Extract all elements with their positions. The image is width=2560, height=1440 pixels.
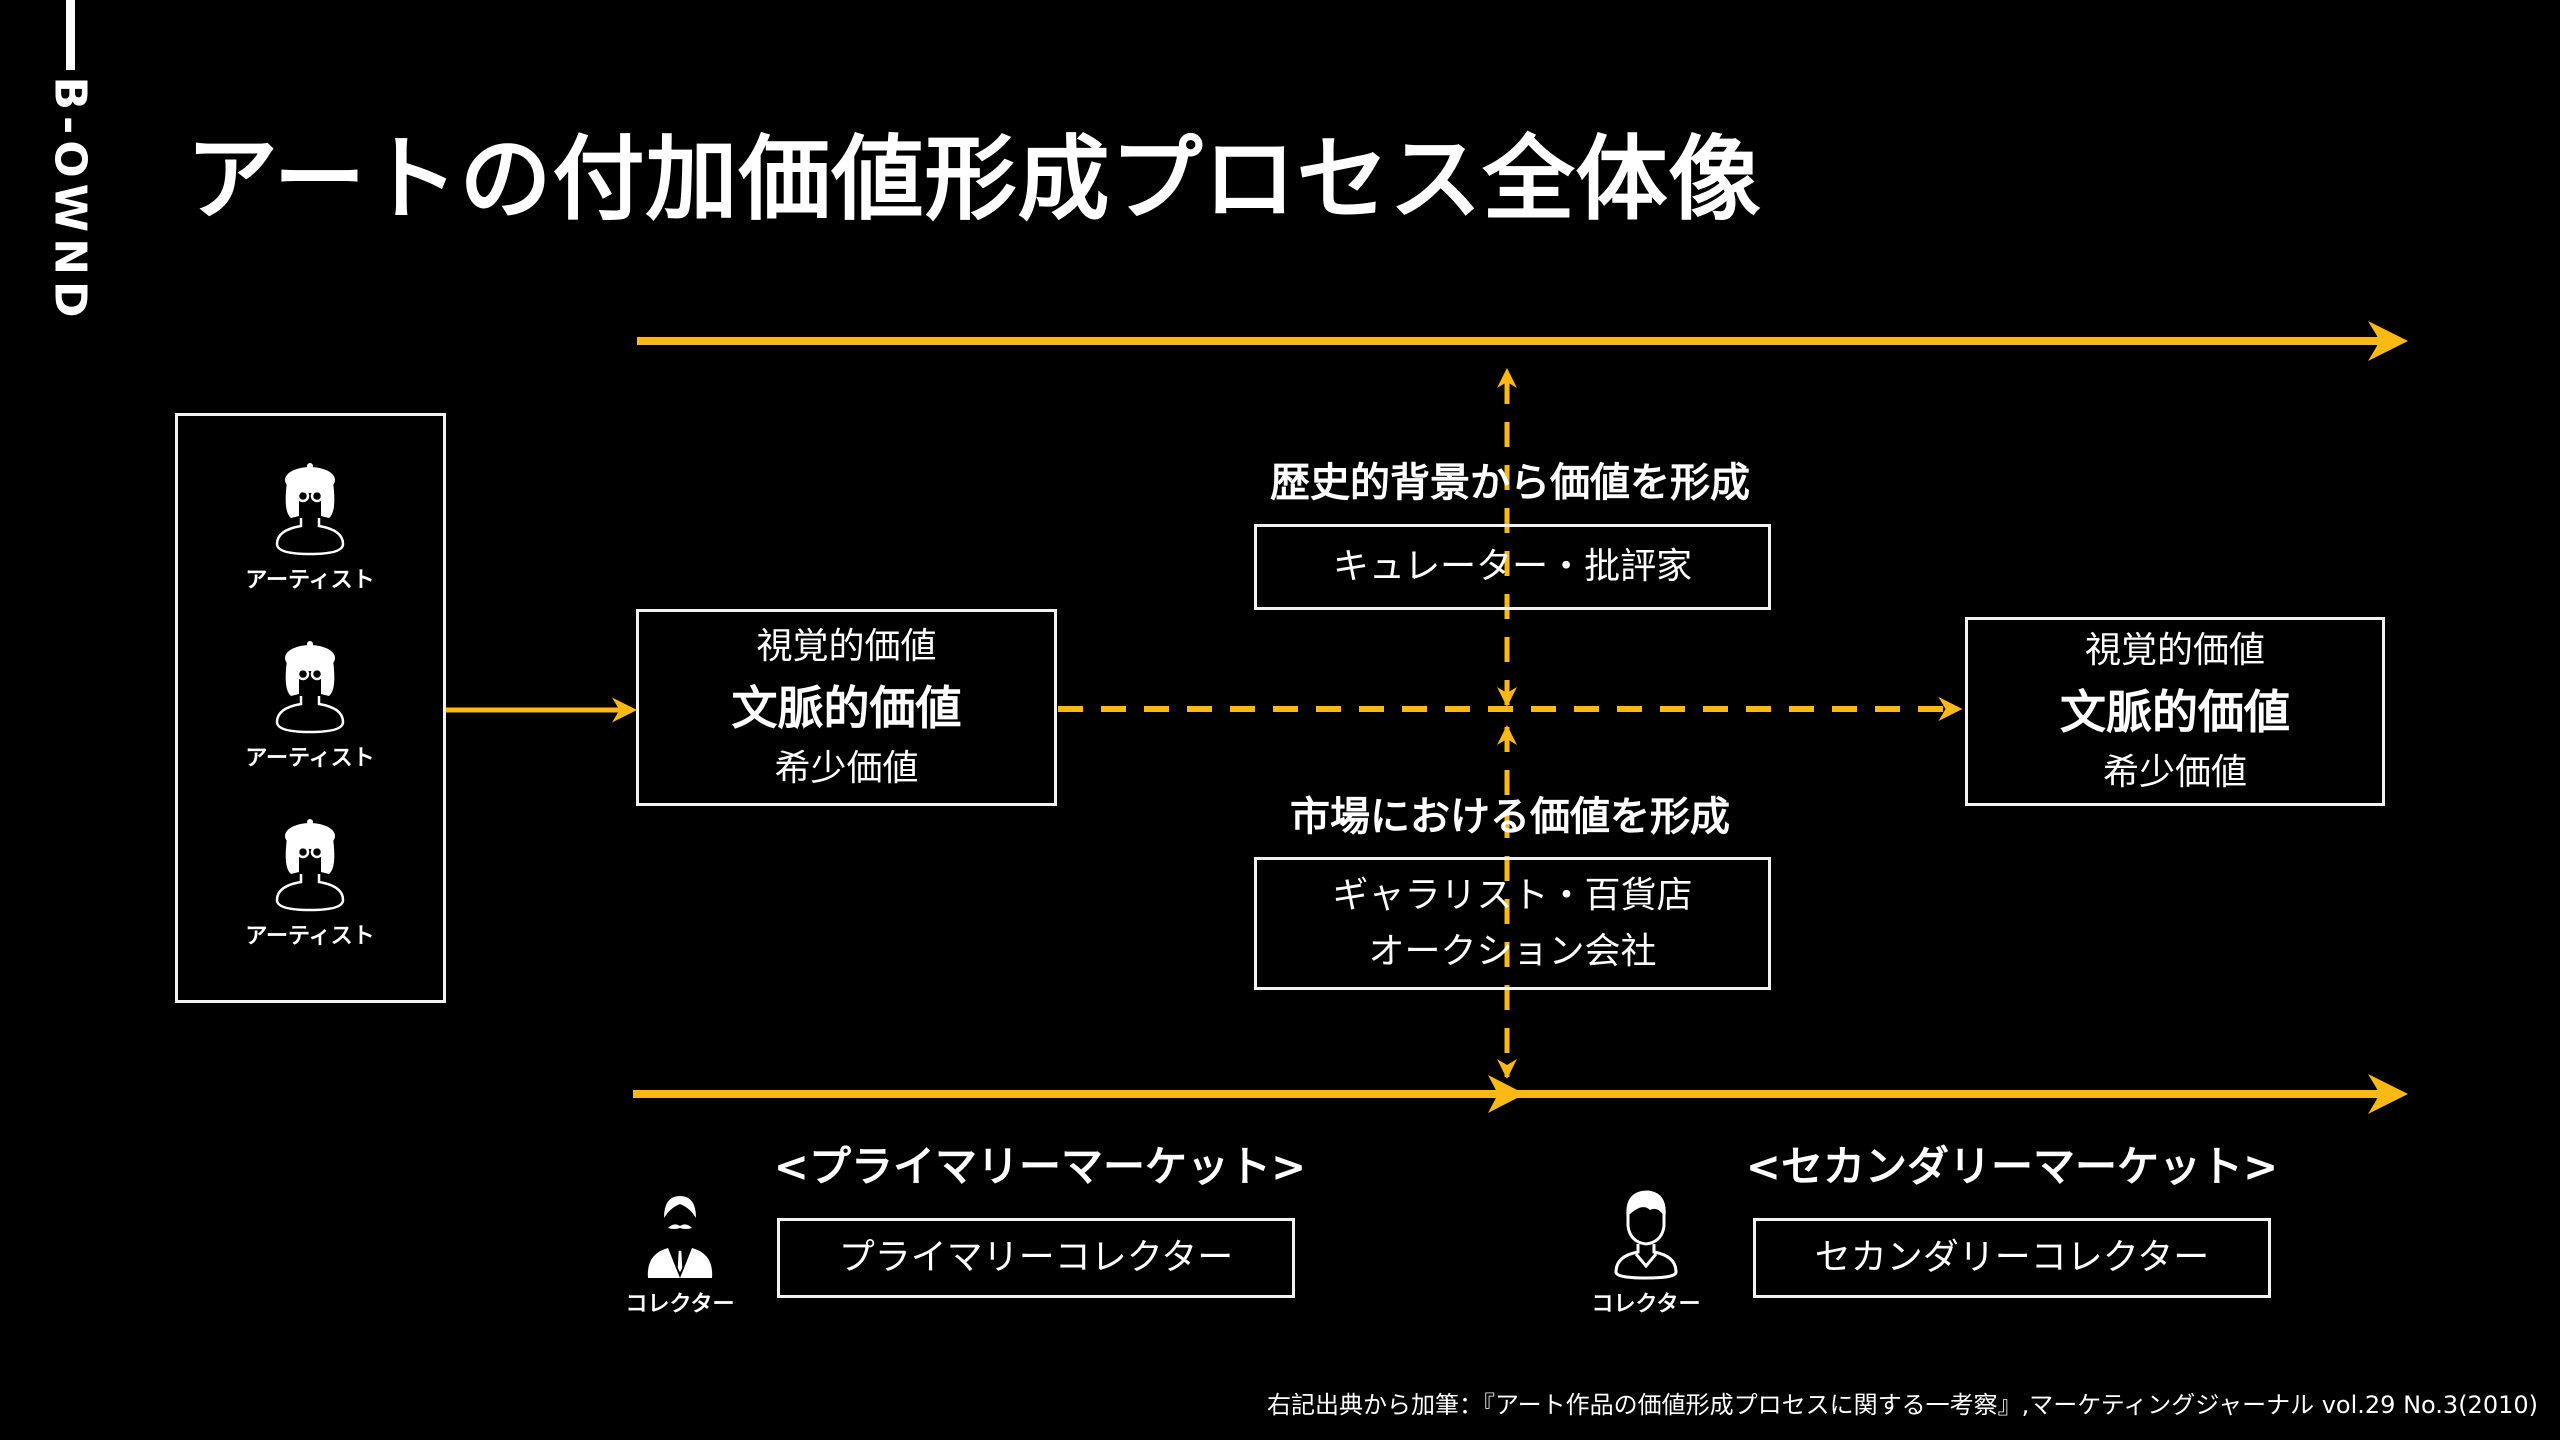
page-title: アートの付加価値形成プロセス全体像 <box>186 126 1762 233</box>
curator-label: キュレーター・批評家 <box>1332 546 1693 587</box>
contextual-value-label: 文脈的価値 <box>2060 684 2290 739</box>
contextual-value-label: 文脈的価値 <box>731 680 962 735</box>
historical-value-label: 歴史的背景から価値を形成 <box>1270 460 1750 506</box>
value-box-right: 視覚的価値 文脈的価値 希少価値 <box>1965 617 2385 806</box>
secondary-collector-box: セカンダリーコレクター <box>1753 1218 2271 1298</box>
collector-label: コレクター <box>625 1292 735 1317</box>
collector-label: コレクター <box>1591 1292 1701 1317</box>
artist-item: アーティスト <box>210 638 410 772</box>
primary-collector-box: プライマリーコレクター <box>777 1218 1295 1298</box>
bottom-timeline-mid-arrowhead <box>1488 1075 1525 1113</box>
artist-item: アーティスト <box>210 460 410 594</box>
artist-label: アーティスト <box>245 746 375 771</box>
scarcity-value-label: 希少価値 <box>774 747 919 789</box>
curator-box: キュレーター・批評家 <box>1254 524 1771 610</box>
logo-line <box>66 0 75 70</box>
artist-item: アーティスト <box>210 816 410 950</box>
artist-icon <box>275 463 345 556</box>
collector-casual-icon <box>1614 1190 1678 1280</box>
primary-market-title: <プライマリーマーケット> <box>773 1142 1307 1191</box>
artist-label: アーティスト <box>245 924 375 949</box>
collector-suit-icon <box>647 1196 713 1278</box>
artist-group-box <box>175 413 446 1003</box>
visual-value-label: 視覚的価値 <box>2084 629 2265 671</box>
market-value-label: 市場における価値を形成 <box>1290 794 1730 840</box>
artist-label: アーティスト <box>245 568 375 593</box>
artist-icon <box>275 819 345 912</box>
primary-collector-label: プライマリーコレクター <box>838 1237 1234 1278</box>
value-box-left: 視覚的価値 文脈的価値 希少価値 <box>636 609 1057 806</box>
secondary-collector: コレクター <box>1566 1186 1726 1318</box>
artist-icon <box>275 641 345 734</box>
source-citation: 右記出典から加筆：『アート作品の価値形成プロセスに関する一考察』,マーケティング… <box>1267 1391 2538 1419</box>
auction-label: オークション会社 <box>1368 930 1657 972</box>
secondary-collector-label: セカンダリーコレクター <box>1814 1237 2210 1278</box>
gallery-label: ギャラリスト・百貨店 <box>1332 874 1693 916</box>
visual-value-label: 視覚的価値 <box>756 625 937 667</box>
secondary-market-title: <セカンダリーマーケット> <box>1745 1142 2279 1191</box>
primary-collector: コレクター <box>600 1190 760 1318</box>
scarcity-value-label: 希少価値 <box>2102 751 2247 793</box>
gallery-box: ギャラリスト・百貨店 オークション会社 <box>1254 857 1771 990</box>
